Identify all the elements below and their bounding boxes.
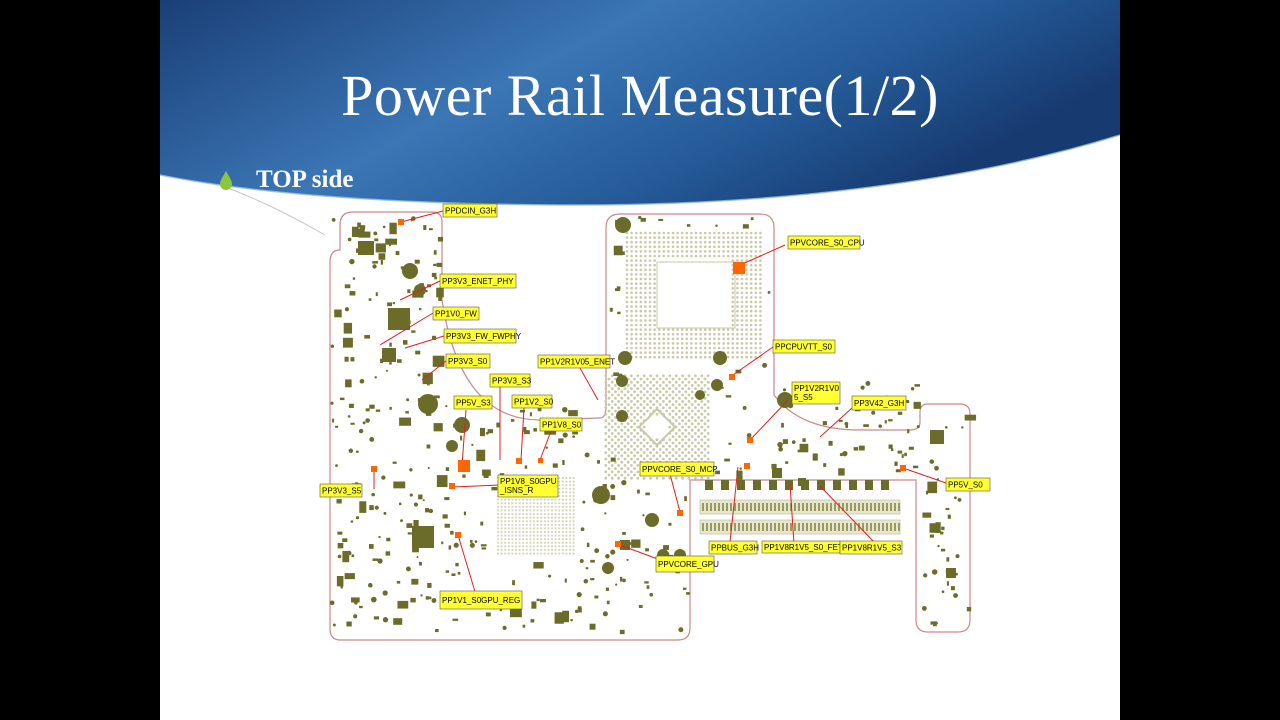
rail-label-pp5v-s0: PP5V_S0 [945,477,991,492]
bullet-text: TOP side [256,166,354,193]
rail-label-pp1v0-fw: PP1V0_FW [432,306,480,321]
rail-label-pp5v-s3: PP5V_S3 [453,395,493,410]
rail-label-text: PP3V3_S5 [322,487,362,496]
rail-label-pp3v3-fw-fwphy: PP3V3_FW_FWPHY [443,328,522,344]
rail-label-pp1v8r1v5-s3: PP1V8R1V5_S3 [839,540,903,555]
rail-label-text: PPDCIN_G3H [445,207,496,216]
rail-label-text: PP1V8_S0 [542,421,582,430]
rail-label-pp1v8-s0: PP1V8_S0 [539,417,583,432]
rail-label-text: 5_S5 [794,393,813,402]
rail-label-ppvcore-s0-mcp: PPVCORE_S0_MCP [639,461,718,477]
rail-label-text: PP1V8R1V5_S0_FET [764,543,843,552]
rail-label-text: PP1V2R1V05_ENET [540,358,615,367]
rail-label-pp1v2r1v05-s5: PP1V2R1V05_S5 [791,381,841,405]
rail-label-ppdcin-g3h: PPDCIN_G3H [442,203,498,218]
rail-label-text: PP1V2R1V0 [794,384,839,393]
rail-label-text: PP1V2_S0 [514,398,554,407]
rail-label-text: PP3V3_ENET_PHY [442,277,514,286]
slide-title: Power Rail Measure(1/2) [341,63,939,128]
rail-label-pp3v3-s5: PP3V3_S5 [319,483,363,498]
rail-label-text: PP3V3_FW_FWPHY [446,332,522,341]
rail-label-text: PP3V42_G3H [854,399,904,408]
rail-labels: PPDCIN_G3H PP3V3_ENET_PHY PP1V0_FW PP3V3_FW… [319,203,991,610]
rail-label-text: PP3V3_S3 [492,377,532,386]
rail-label-pp3v3-s0: PP3V3_S0 [445,353,491,369]
rail-label-pp1v8-s0gpu-isns-r: PP1V8_S0GPU_ISNS_R [497,474,559,498]
rail-label-text: PP1V0_FW [435,310,477,319]
cpu-bga-grid [625,231,762,359]
rail-label-pp3v42-g3h: PP3V42_G3H [851,395,907,411]
rail-label-text: PPCPUVTT_S0 [775,343,832,352]
slide: Power Rail Measure(1/2) TOP side [160,0,1120,720]
memory-connector-strip [699,480,901,535]
header-background [160,0,1120,236]
rail-label-pp3v3-s3: PP3V3_S3 [489,373,532,388]
motherboard-diagram: PPDCIN_G3H PP3V3_ENET_PHY PP1V0_FW PP3V3_FW… [319,203,991,641]
rail-label-text: PP5V_S0 [948,481,983,490]
board-outline [329,211,971,641]
leader-lines [373,210,947,596]
rail-label-text: PP1V8R1V5_S3 [842,544,902,553]
rail-label-pp1v1-s0gpu-reg: PP1V1_S0GPU_REG [439,590,523,610]
rail-label-ppcpuvtt-s0: PPCPUVTT_S0 [772,339,836,354]
rail-label-ppvcore-gpu: PPVCORE_GPU [655,555,719,573]
rail-label-text: PPVCORE_S0_CPU [790,239,865,248]
rail-label-text: PPBUS_G3H [711,544,759,553]
test-pads [371,219,906,547]
rail-label-ppbus-g3h: PPBUS_G3H [708,540,759,555]
bullet-top-side: TOP side [256,166,354,194]
rail-label-ppvcore-s0-cpu: PPVCORE_S0_CPU [787,235,865,250]
rail-label-pp1v8r1v5-s0-fet: PP1V8R1V5_S0_FET [761,540,843,554]
rail-label-text: PP1V8_S0GPU [500,477,557,486]
rail-label-pp1v2-s0: PP1V2_S0 [511,394,554,409]
board-components [329,215,977,635]
rail-label-pp3v3-enet-phy: PP3V3_ENET_PHY [439,273,517,289]
rail-label-text: PPVCORE_S0_MCP [642,465,718,474]
leaf-bullet-icon [220,171,232,190]
rail-label-text: _ISNS_R [499,486,534,495]
rail-label-text: PP5V_S3 [456,399,491,408]
rail-label-text: PPVCORE_GPU [658,560,719,569]
rail-label-pp1v2r1v05-enet: PP1V2R1V05_ENET [537,354,615,369]
rail-label-text: PP1V1_S0GPU_REG [442,596,520,605]
rail-label-text: PP3V3_S0 [448,357,488,366]
